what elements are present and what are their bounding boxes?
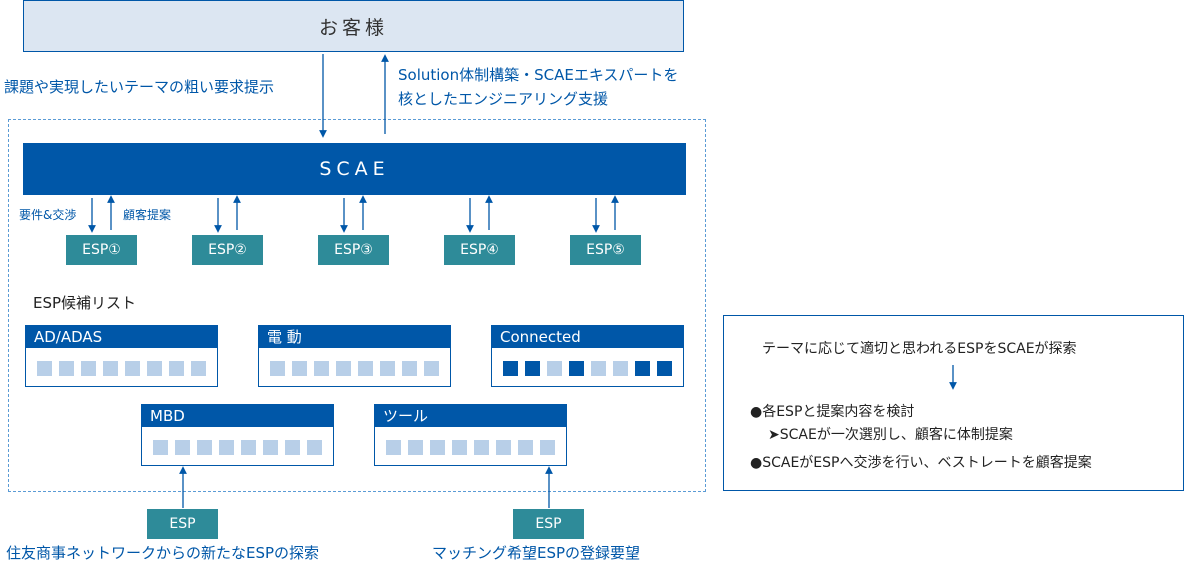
esp-box-5: ESP⑤ xyxy=(570,235,641,265)
support-text-line1: Solution体制構築・SCAEエキスパートを xyxy=(398,66,679,84)
candidate-square xyxy=(241,440,256,455)
candidate-square xyxy=(307,440,322,455)
candidate-square xyxy=(81,361,96,376)
request-text: 課題や実現したいテーマの粗い要求提示 xyxy=(4,78,275,96)
source-esp-box-2: ESP xyxy=(513,509,584,539)
candidate-square xyxy=(270,361,285,376)
candidate-square xyxy=(380,361,395,376)
scae-label: SCAE xyxy=(319,158,390,180)
candidate-square xyxy=(452,440,467,455)
candidate-square xyxy=(175,440,190,455)
candidate-square xyxy=(402,361,417,376)
esp-box-1: ESP① xyxy=(66,235,137,265)
esp-box-2: ESP② xyxy=(192,235,263,265)
candidate-square xyxy=(496,440,511,455)
scae-network-area xyxy=(8,119,706,492)
candidate-square xyxy=(285,440,300,455)
panel-sub-1: ➤SCAEが一次選別し、顧客に体制提案 xyxy=(768,427,1013,443)
candidate-list-title: ESP候補リスト xyxy=(33,294,137,312)
candidate-square xyxy=(540,440,555,455)
category-label: Connected xyxy=(492,326,683,348)
candidate-square xyxy=(197,440,212,455)
candidate-square xyxy=(103,361,118,376)
candidate-square xyxy=(219,440,234,455)
candidate-square xyxy=(125,361,140,376)
candidate-square xyxy=(518,440,533,455)
scae-esp-arrows xyxy=(88,195,619,233)
category-mbd: MBD xyxy=(141,404,334,466)
category-tools: ツール xyxy=(374,404,567,466)
candidate-square xyxy=(474,440,489,455)
category-label: 電 動 xyxy=(259,326,450,348)
candidate-square xyxy=(191,361,206,376)
candidate-square xyxy=(525,361,540,376)
candidate-square xyxy=(408,440,423,455)
candidate-square xyxy=(591,361,606,376)
panel-top-text: テーマに応じて適切と思われるESPをSCAEが探索 xyxy=(762,341,1077,357)
category-label: ツール xyxy=(375,405,566,427)
source-label-2: マッチング希望ESPの登録要望 xyxy=(432,544,641,562)
candidate-square xyxy=(613,361,628,376)
candidate-square xyxy=(292,361,307,376)
candidate-square xyxy=(430,440,445,455)
candidate-square xyxy=(147,361,162,376)
category-label: AD/ADAS xyxy=(26,326,217,348)
panel-bullet-1: ●各ESPと提案内容を検討 xyxy=(750,404,915,420)
candidate-square xyxy=(263,440,278,455)
candidate-square xyxy=(153,440,168,455)
candidate-square xyxy=(59,361,74,376)
panel-bullet-2: ●SCAEがESPへ交渉を行い、ベストレートを顧客提案 xyxy=(750,455,1092,471)
candidate-square xyxy=(503,361,518,376)
candidate-square xyxy=(336,361,351,376)
candidate-square xyxy=(37,361,52,376)
candidate-square xyxy=(547,361,562,376)
source-esp-box-1: ESP xyxy=(147,509,218,539)
esp-box-4: ESP④ xyxy=(444,235,515,265)
customer-box: お客様 xyxy=(23,0,684,52)
category-electrification: 電 動 xyxy=(258,325,451,387)
category-connected: Connected xyxy=(491,325,684,387)
customer-label: お客様 xyxy=(318,16,388,39)
customer-proposal-label: 顧客提案 xyxy=(123,208,172,222)
support-text-line2: 核としたエンジニアリング支援 xyxy=(398,90,609,108)
candidate-square xyxy=(657,361,672,376)
category-ad-adas: AD/ADAS xyxy=(25,325,218,387)
candidate-square xyxy=(358,361,373,376)
candidate-square xyxy=(635,361,650,376)
candidate-square xyxy=(314,361,329,376)
candidate-square xyxy=(569,361,584,376)
candidate-square xyxy=(169,361,184,376)
category-label: MBD xyxy=(142,405,333,427)
requirements-negotiation-label: 要件&交渉 xyxy=(19,208,77,222)
source-label-1: 住友商事ネットワークからの新たなESPの探索 xyxy=(6,544,320,562)
candidate-square xyxy=(386,440,401,455)
esp-box-3: ESP③ xyxy=(318,235,389,265)
candidate-square xyxy=(424,361,439,376)
scae-bar: SCAE xyxy=(23,143,686,195)
